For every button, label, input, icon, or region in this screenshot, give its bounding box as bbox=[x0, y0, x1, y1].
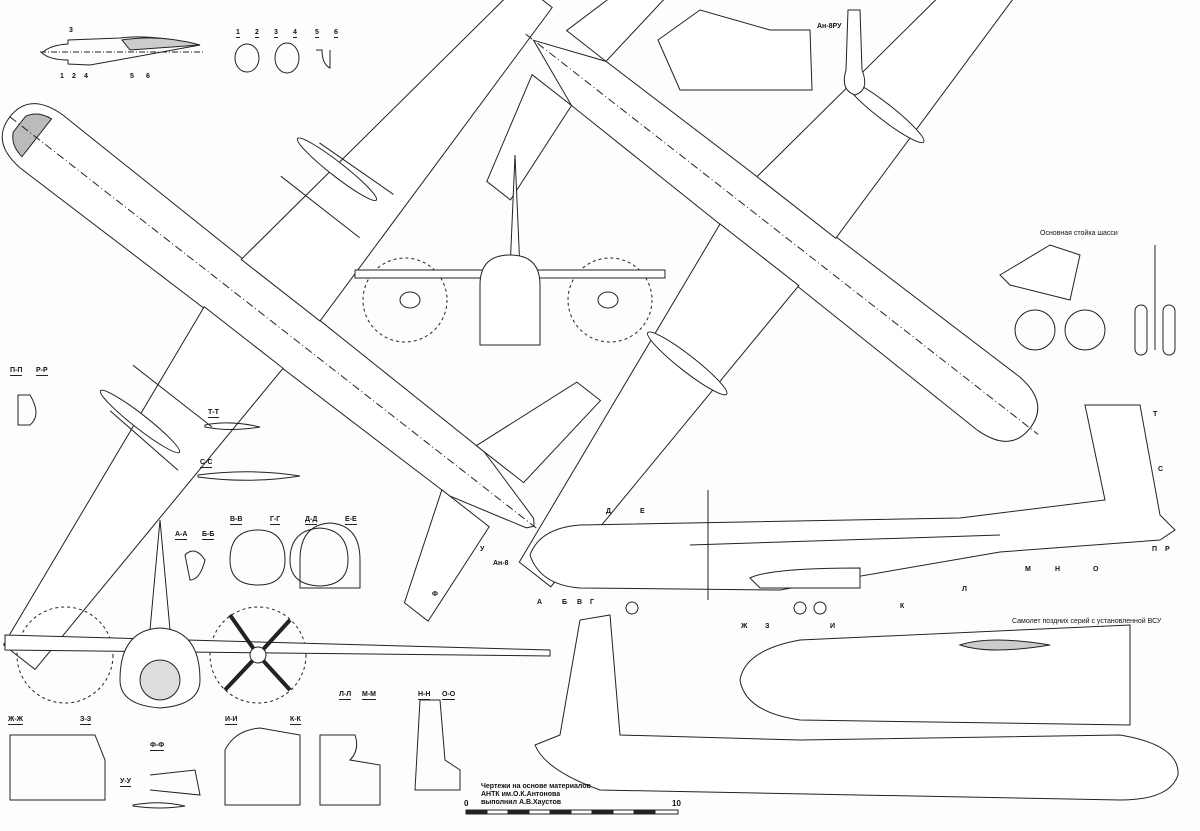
section-6-label: 6 bbox=[334, 29, 338, 38]
station-g: Г bbox=[590, 599, 594, 606]
mirrored-side-view bbox=[534, 614, 1179, 801]
front-view bbox=[354, 154, 666, 346]
scale-bar bbox=[465, 809, 679, 815]
credits: Чертежи на основе материалов АНТК им.О.К… bbox=[481, 783, 591, 807]
section-bb-label: Б-Б bbox=[202, 531, 215, 540]
variant-title: Ан-8РУ bbox=[817, 23, 842, 30]
station-i: И bbox=[830, 623, 836, 630]
station-4-label: 4 bbox=[84, 73, 88, 80]
scale-start: 0 bbox=[464, 799, 469, 808]
section-vv-label: В-В bbox=[230, 516, 243, 525]
section-mm-label: М-М bbox=[362, 691, 376, 700]
cross-sections bbox=[9, 394, 461, 809]
scale-end: 10 bbox=[672, 799, 681, 808]
section-ll-label: Л-Л bbox=[339, 691, 352, 700]
station-v: В bbox=[577, 599, 583, 606]
credits-line-2: АНТК им.О.К.Антонова bbox=[481, 791, 561, 798]
station-2-label: 2 bbox=[72, 73, 76, 80]
credits-line-3: выполнил А.В.Хаустов bbox=[481, 799, 562, 806]
section-uu-label: У-У bbox=[120, 778, 132, 787]
station-6-label: 6 bbox=[146, 73, 150, 80]
station-d: Д bbox=[606, 508, 611, 515]
section-ee-label: Е-Е bbox=[345, 516, 357, 525]
station-a: А bbox=[537, 599, 543, 606]
section-ff-label: Ф-Ф bbox=[150, 742, 165, 751]
late-series-side-view bbox=[739, 624, 1131, 726]
section-ii-label: И-И bbox=[225, 716, 238, 725]
station-l: Л bbox=[962, 586, 967, 593]
section-4-label: 4 bbox=[293, 29, 297, 38]
station-z: З bbox=[765, 623, 770, 630]
section-rr-label: Р-Р bbox=[36, 367, 48, 376]
station-u: У bbox=[480, 546, 485, 553]
credits-line-1: Чертежи на основе материалов bbox=[481, 783, 591, 790]
section-2-label: 2 bbox=[255, 29, 259, 38]
station-1-label: 1 bbox=[60, 73, 64, 80]
station-3-label: 3 bbox=[69, 27, 73, 34]
landing-gear-caption: Основная стойка шасси bbox=[1040, 230, 1118, 237]
nacelle-sections bbox=[234, 42, 331, 74]
section-zhzh-label: Ж-Ж bbox=[8, 716, 23, 725]
station-f: Ф bbox=[432, 591, 438, 598]
section-zz-label: З-З bbox=[80, 716, 92, 725]
section-dd-label: Д-Д bbox=[305, 516, 318, 525]
station-k: К bbox=[900, 603, 905, 610]
front-view-large bbox=[4, 519, 551, 709]
section-1-label: 1 bbox=[236, 29, 240, 38]
station-s: С bbox=[1158, 466, 1164, 473]
section-oo-label: О-О bbox=[442, 691, 456, 700]
main-landing-gear bbox=[999, 244, 1176, 356]
station-m: М bbox=[1025, 566, 1031, 573]
section-gg-label: Г-Г bbox=[270, 516, 281, 525]
late-series-caption: Самолет поздних серий с установленной ВС… bbox=[1012, 618, 1162, 625]
station-t: Т bbox=[1153, 411, 1158, 418]
station-n: Н bbox=[1055, 566, 1061, 573]
section-tt-label: Т-Т bbox=[208, 409, 219, 418]
station-o: О bbox=[1093, 566, 1099, 573]
side-view bbox=[529, 404, 1176, 615]
section-3-label: 3 bbox=[274, 29, 278, 38]
station-b: Б bbox=[562, 599, 568, 606]
station-p: П bbox=[1152, 546, 1158, 553]
station-zh: Ж bbox=[741, 623, 748, 630]
nacelle-profile bbox=[40, 36, 205, 66]
section-pp-label: П-П bbox=[10, 367, 23, 376]
section-ss-label: С-С bbox=[200, 459, 213, 468]
section-kk-label: К-К bbox=[290, 716, 301, 725]
section-aa-label: А-А bbox=[175, 531, 188, 540]
an8ru-tail-inset bbox=[657, 9, 866, 96]
station-e: Е bbox=[640, 508, 645, 515]
section-5-label: 5 bbox=[315, 29, 319, 38]
plan-view-top bbox=[1, 0, 602, 671]
station-5-label: 5 bbox=[130, 73, 134, 80]
section-nn-label: Н-Н bbox=[418, 691, 431, 700]
station-r: Р bbox=[1165, 546, 1170, 553]
aircraft-name: Ан-8 bbox=[493, 560, 509, 567]
